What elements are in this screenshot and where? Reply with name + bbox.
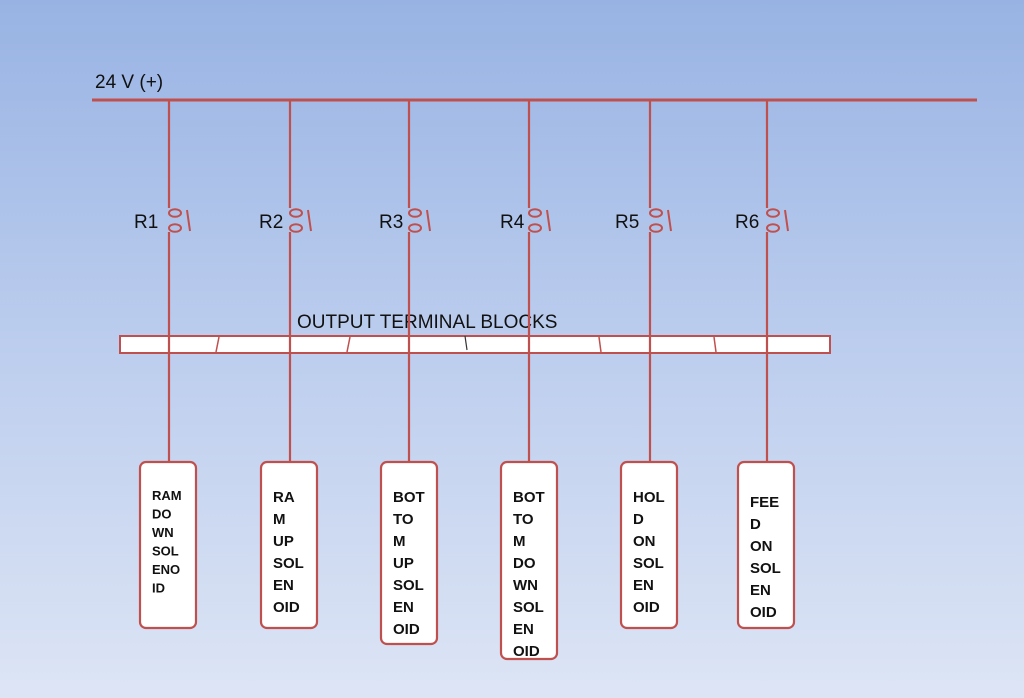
solenoid-box-3 [379, 460, 439, 646]
solenoid-label-line: OID [750, 604, 777, 621]
relay-contact-lower-1 [168, 223, 182, 233]
relay-contact-upper-2 [289, 208, 303, 218]
solenoid-label-line: OID [273, 599, 300, 616]
solenoid-box-4 [499, 460, 559, 661]
terminal-dividers [215, 336, 717, 353]
rail-label: 24 V (+) [95, 72, 163, 93]
solenoid-box-1 [138, 460, 198, 630]
solenoid-label-line: RA [273, 489, 295, 506]
relay-contact-slash-5 [667, 209, 672, 232]
solenoid-label-line: BOT [513, 489, 545, 506]
relay-label-2: R2 [259, 212, 283, 233]
solenoid-label-line: EN [273, 577, 294, 594]
relay-contact-lower-3 [408, 223, 422, 233]
solenoid-label-line: OID [393, 621, 420, 638]
solenoid-label-5: HOL D ON SOL EN OID [633, 489, 665, 616]
relay-contact-lower-6 [766, 223, 780, 233]
relay-contact-upper-4 [528, 208, 542, 218]
solenoid-label-line: D [750, 516, 761, 533]
solenoid-label-line: D [633, 511, 644, 528]
solenoid-label-line: SOL [152, 544, 179, 559]
solenoid-label-line: M [273, 511, 286, 528]
solenoid-label-line: M [513, 533, 526, 550]
solenoid-label-line: WN [152, 525, 174, 540]
solenoid-box-6 [736, 460, 796, 630]
solenoid-label-1: RAM DO WN SOL ENO ID [152, 488, 182, 596]
relay-contact-slash-6 [784, 209, 789, 232]
relay-contact-lower-5 [649, 223, 663, 233]
relay-contact-slash-2 [307, 209, 312, 232]
solenoid-label-line: RAM [152, 488, 182, 503]
solenoid-label-line: ENO [152, 562, 180, 577]
solenoid-label-line: OID [633, 599, 660, 616]
solenoid-label-6: FEE D ON SOL EN OID [750, 494, 781, 621]
relay-contact-upper-3 [408, 208, 422, 218]
terminal-block-strip [119, 335, 831, 354]
relay-contact-upper-6 [766, 208, 780, 218]
solenoid-label-line: WN [513, 577, 538, 594]
relay-label-4: R4 [500, 212, 525, 233]
relay-contact-lower-4 [528, 223, 542, 233]
terminal-block-label: OUTPUT TERMINAL BLOCKS [297, 312, 557, 333]
relay-contact-upper-1 [168, 208, 182, 218]
solenoid-label-3: BOT TO M UP SOL EN OID [393, 489, 425, 638]
solenoid-label-line: EN [750, 582, 771, 599]
solenoid-label-line: EN [513, 621, 534, 638]
solenoid-box-5 [619, 460, 679, 630]
solenoid-label-4: BOT TO M DO WN SOL EN OID [513, 489, 545, 660]
solenoid-label-line: M [393, 533, 406, 550]
solenoid-label-line: SOL [633, 555, 664, 572]
solenoid-label-line: SOL [393, 577, 424, 594]
solenoid-label-line: BOT [393, 489, 425, 506]
solenoid-label-line: SOL [513, 599, 544, 616]
solenoid-box-2 [259, 460, 319, 630]
solenoid-label-line: DO [152, 507, 172, 522]
solenoid-label-line: ON [633, 533, 656, 550]
solenoid-label-line: FEE [750, 494, 779, 511]
solenoid-label-line: HOL [633, 489, 665, 506]
relay-contact-slash-1 [186, 209, 191, 232]
relay-contact-upper-5 [649, 208, 663, 218]
solenoid-label-line: TO [513, 511, 534, 528]
solenoid-label-line: EN [393, 599, 414, 616]
solenoid-label-line: ON [750, 538, 773, 555]
solenoid-label-line: OID [513, 643, 540, 660]
solenoid-label-line: SOL [273, 555, 304, 572]
terminal-tick [464, 335, 468, 351]
relay-contact-lower-2 [289, 223, 303, 233]
solenoid-label-line: SOL [750, 560, 781, 577]
relay-label-3: R3 [379, 212, 403, 233]
solenoid-label-line: UP [393, 555, 414, 572]
solenoid-label-line: TO [393, 511, 414, 528]
relay-contact-slash-3 [426, 209, 431, 232]
solenoid-label-line: UP [273, 533, 294, 550]
relay-label-1: R1 [134, 212, 158, 233]
solenoid-label-line: ID [152, 581, 165, 596]
relay-contact-slash-4 [546, 209, 551, 232]
relay-label-5: R5 [615, 212, 639, 233]
relay-label-6: R6 [735, 212, 759, 233]
solenoid-label-line: EN [633, 577, 654, 594]
solenoid-label-line: DO [513, 555, 536, 572]
solenoid-label-2: RA M UP SOL EN OID [273, 489, 304, 616]
